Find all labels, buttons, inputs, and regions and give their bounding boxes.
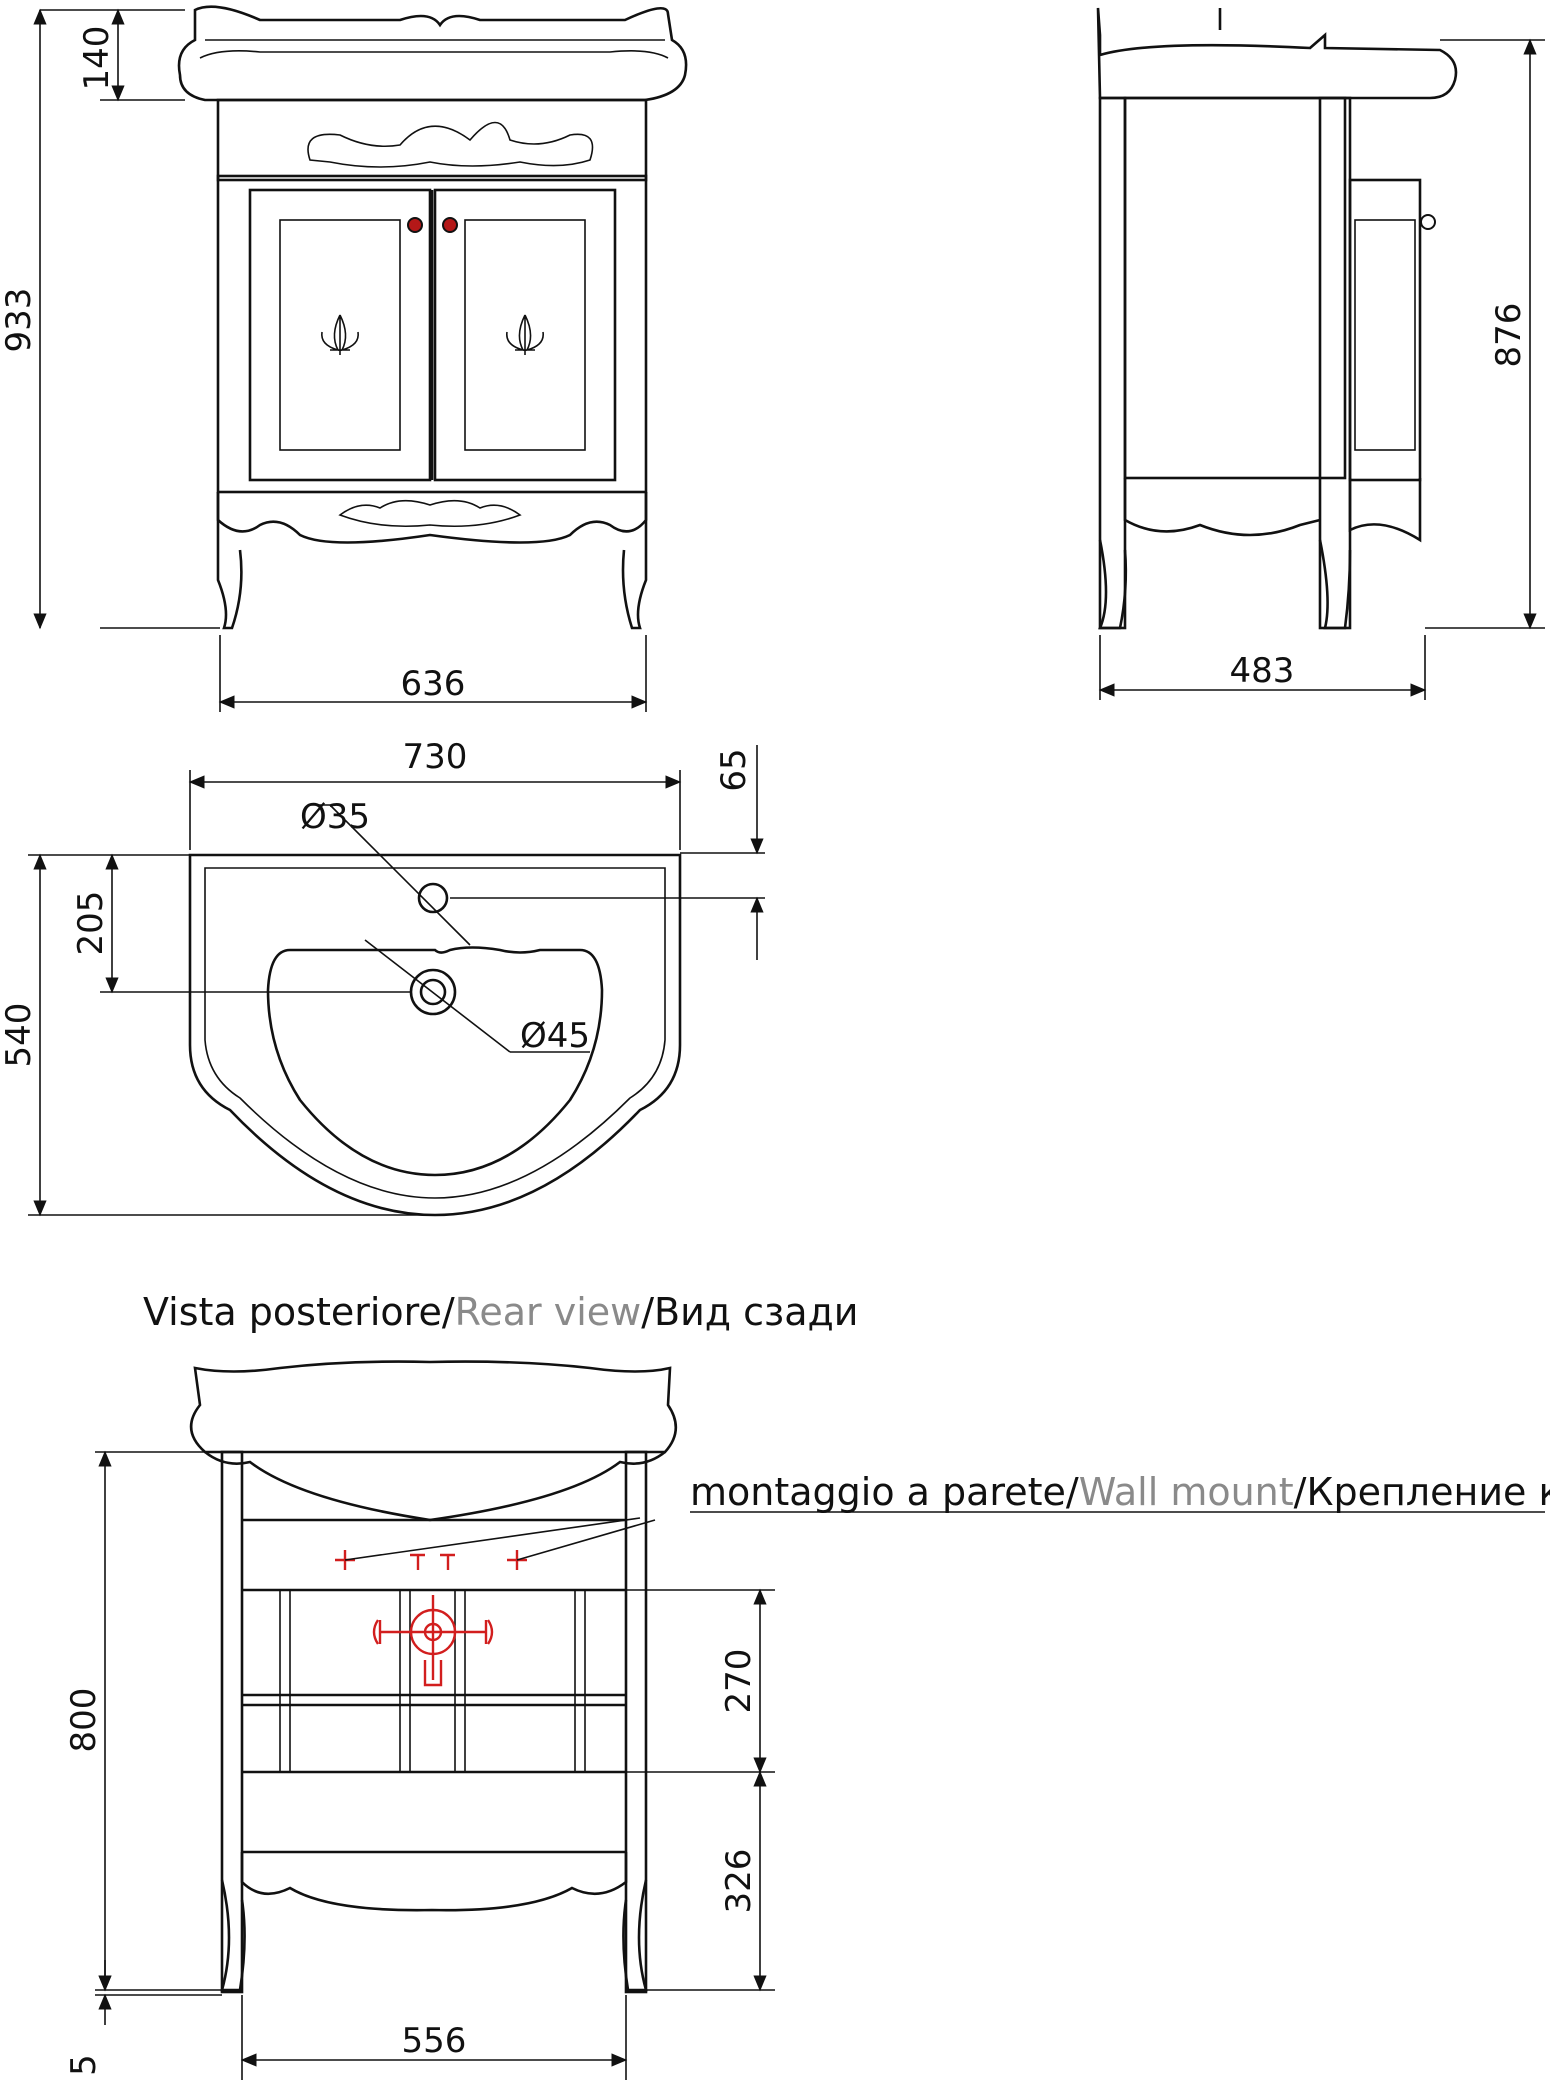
rear-caption-english: Rear view	[455, 1290, 642, 1334]
door-knob-left	[407, 217, 423, 233]
rear-dimensions: 800 5 270 326 556	[64, 1450, 775, 2080]
dim-rear-drain-band: 270	[719, 1649, 759, 1714]
dim-side-height: 876	[1489, 303, 1529, 368]
drain-hole-outer	[409, 968, 457, 1016]
dim-basin-depth: 540	[0, 1003, 39, 1068]
dim-rear-inner-width: 556	[402, 2021, 467, 2061]
rear-caption-russian: Вид сзади	[654, 1290, 858, 1334]
rear-caption-sep2: /	[641, 1290, 654, 1334]
rear-caption-italian: Vista posteriore	[143, 1290, 442, 1334]
fleur-de-lis-left-icon	[321, 314, 359, 355]
side-dimensions: 876 483	[1098, 38, 1545, 700]
water-supply-icon	[410, 1553, 455, 1570]
basin-top-view	[188, 804, 682, 1217]
front-carving-bottom	[338, 499, 522, 528]
rear-view	[189, 1360, 678, 1994]
rear-caption-sep1: /	[442, 1290, 455, 1334]
drain-hole-inner	[419, 978, 447, 1006]
dim-basin-width: 730	[403, 737, 468, 777]
wall-caption-sep2: /	[1294, 1470, 1307, 1514]
dim-side-depth: 483	[1230, 651, 1295, 691]
basin-dimensions: 730 Ø35 Ø45 65 205 540	[0, 737, 765, 1217]
wall-mount-caption: montaggio a parete/Wall mount/Крепление …	[690, 1470, 1550, 1514]
dim-front-total-height: 933	[0, 288, 39, 353]
dim-rear-drain-height: 326	[719, 1849, 759, 1914]
front-dimensions: 140 933 636	[0, 8, 648, 712]
dim-tap-hole: Ø35	[300, 797, 370, 837]
rear-view-caption: Vista posteriore/Rear view/Вид сзади	[143, 1290, 859, 1334]
dim-front-top-height: 140	[77, 26, 117, 91]
front-view	[177, 5, 688, 630]
drain-outlet-icon	[372, 1595, 494, 1687]
wall-caption-italian: montaggio a parete	[690, 1470, 1066, 1514]
dim-rear-foot: 5	[64, 2054, 104, 2076]
wall-caption-sep1: /	[1066, 1470, 1079, 1514]
plumbing-marks	[335, 1517, 656, 1687]
dim-basin-hole-offset: 205	[71, 891, 111, 956]
dim-front-width: 636	[401, 664, 466, 704]
front-carving-top	[307, 121, 594, 168]
fleur-de-lis-right-icon	[506, 314, 544, 355]
tap-hole	[417, 882, 449, 914]
wall-caption-russian: Крепление к стене	[1306, 1470, 1550, 1514]
dim-rear-height: 800	[64, 1688, 104, 1753]
dim-drain-hole: Ø45	[520, 1016, 590, 1056]
door-knob-right	[442, 217, 458, 233]
side-view	[1096, 7, 1458, 630]
wall-caption-english: Wall mount	[1079, 1470, 1294, 1514]
side-knob	[1420, 214, 1436, 230]
dim-basin-rear-offset: 65	[714, 748, 754, 791]
